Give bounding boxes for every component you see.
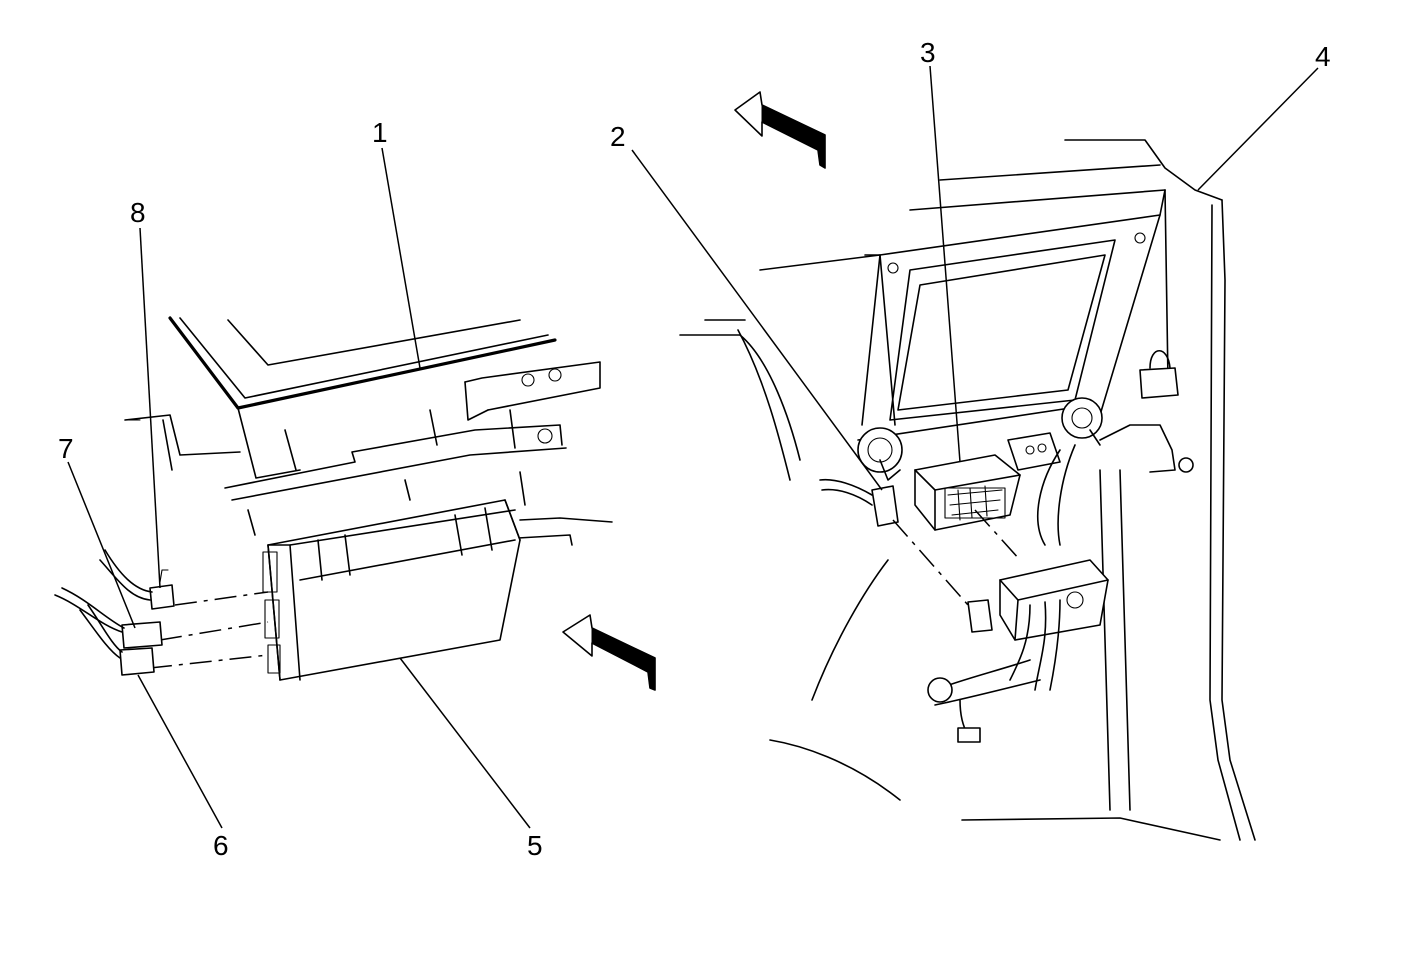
mounting-nut-left	[857, 427, 903, 481]
control-module	[262, 499, 521, 681]
alignment-line	[159, 621, 269, 641]
alignment-line	[174, 591, 269, 606]
callout-1: 1	[372, 117, 388, 148]
alignment-line	[149, 654, 269, 669]
alignment-line	[974, 509, 1021, 561]
body-panel	[679, 139, 1256, 841]
callout-7: 7	[58, 433, 74, 464]
direction-arrow	[562, 614, 656, 691]
leader-line-1	[381, 147, 421, 369]
connectors-left	[54, 549, 175, 676]
mounting-nut-right	[1061, 397, 1103, 446]
callout-2: 2	[610, 121, 626, 152]
direction-arrow	[734, 91, 826, 169]
leader-line-7	[67, 461, 136, 629]
harness-module	[927, 444, 1109, 743]
leader-line-6	[137, 674, 223, 829]
callout-8: 8	[130, 197, 146, 228]
leader-line-8	[139, 227, 161, 589]
right-view	[679, 91, 1256, 841]
callout-3: 3	[920, 37, 936, 68]
left-view	[54, 316, 656, 691]
leader-line-4	[1197, 67, 1319, 191]
connector-2	[819, 478, 993, 633]
leader-line-3	[929, 65, 961, 463]
callout-5: 5	[527, 830, 543, 861]
alignment-line	[892, 519, 969, 606]
mounting-bracket	[857, 214, 1161, 441]
callout-4: 4	[1315, 41, 1331, 72]
upper-housing	[124, 316, 613, 546]
leader-line-5	[399, 657, 531, 829]
fuse-relay-block	[914, 432, 1061, 531]
wire-clip	[1099, 350, 1194, 473]
callout-6: 6	[213, 830, 229, 861]
leader-line-2	[631, 149, 883, 491]
